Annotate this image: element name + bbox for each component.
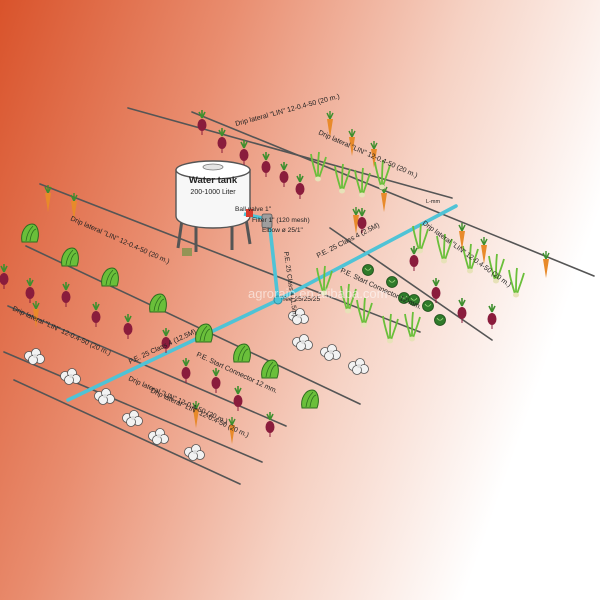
filter-label: Filter 1" (120 mesh) (252, 217, 310, 224)
main-pipe-left (66, 298, 280, 402)
valve-icon (246, 209, 253, 217)
drip-laterals (3, 107, 595, 485)
lateral-line-left-5 (13, 379, 241, 485)
lateral-line-left-2 (25, 245, 361, 405)
cabbage-icon (422, 300, 434, 312)
main-pipe-right (276, 204, 458, 302)
tank-title: Water tank (189, 175, 238, 186)
elbow-label: Elbow ø 25/1" (262, 227, 303, 234)
tank-capacity: 200-1000 Liter (190, 189, 236, 196)
lateral-line-left-1 (39, 183, 421, 333)
end-cap-label: L-mm (426, 199, 440, 205)
tee-fitting-icon (273, 295, 283, 305)
lateral-line-right-2 (191, 111, 595, 277)
main-pipe (66, 204, 458, 402)
lateral-line-right-1 (127, 107, 453, 199)
riser-pipe (268, 226, 280, 302)
lateral-line-right-3 (329, 227, 493, 341)
lateral-line-left-4 (3, 351, 263, 463)
tee-label: Tee 25/25/25 (282, 296, 320, 303)
cabbage-icon (434, 314, 446, 326)
water-tank-icon (175, 160, 252, 256)
cabbage-icon (362, 264, 374, 276)
cabbage-icon (386, 276, 398, 288)
watermark: agrorain.en.alibaba.com (248, 286, 387, 301)
filter-icon (261, 213, 273, 229)
ball-valve-label: Ball valve 1" (235, 206, 272, 213)
